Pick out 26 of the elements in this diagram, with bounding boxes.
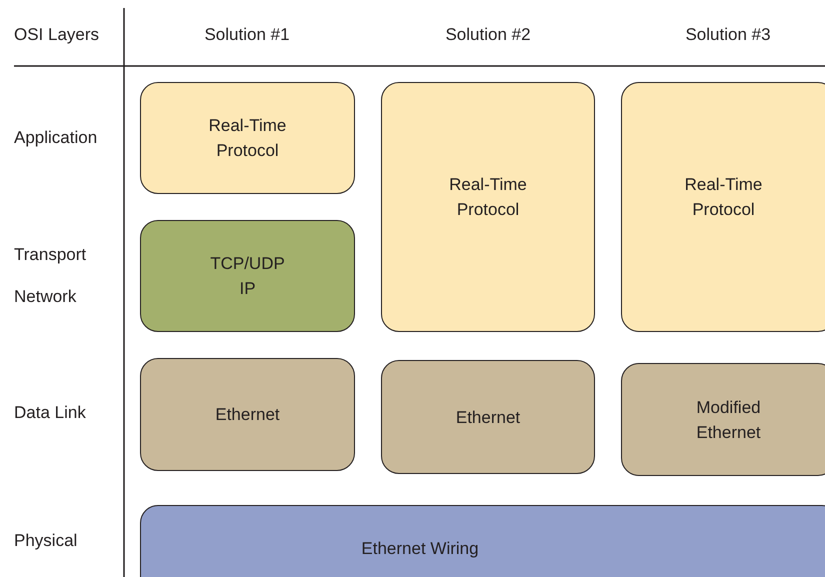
protocol-box	[140, 82, 355, 194]
box-label: Ethernet	[215, 404, 280, 426]
protocol-box	[621, 82, 825, 332]
protocol-box	[140, 358, 355, 471]
box-label: TCP/UDP	[210, 253, 285, 275]
column-header: Solution #3	[685, 25, 771, 45]
protocol-box	[381, 82, 595, 332]
layer-label: Application	[14, 128, 98, 148]
wiring-band	[140, 505, 825, 577]
protocol-box	[381, 360, 595, 474]
protocol-box	[140, 220, 355, 332]
column-header: OSI Layers	[14, 25, 100, 45]
box-label: Real-Time Protocol	[208, 115, 288, 162]
box-label: Modified Ethernet	[695, 396, 762, 444]
box-label: Ethernet Wiring	[361, 538, 479, 560]
layer-label: Physical	[14, 531, 78, 551]
box-label: Real-Time Protocol	[684, 174, 764, 221]
column-header: Solution #1	[204, 25, 290, 45]
layer-label: Transport	[14, 245, 86, 265]
box-label: IP	[239, 278, 256, 300]
box-label: Real-Time Protocol	[448, 174, 528, 221]
column-header: Solution #2	[445, 25, 531, 45]
layer-label: Network	[14, 287, 76, 307]
layer-label: Data Link	[14, 403, 86, 423]
protocol-box	[621, 363, 825, 476]
box-label: Ethernet	[456, 406, 520, 428]
